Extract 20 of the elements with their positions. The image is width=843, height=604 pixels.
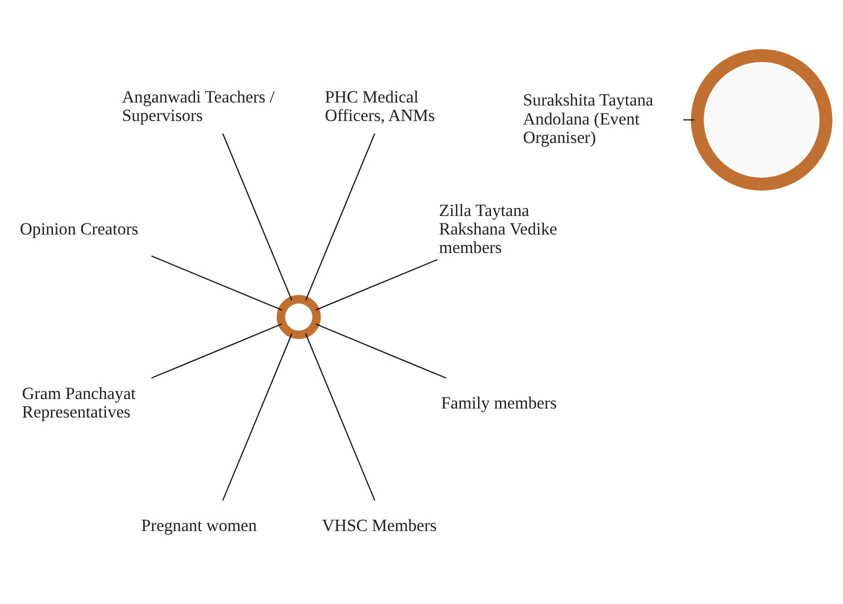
node-text: Gram Panchayat Representatives: [22, 383, 136, 422]
node-text: Anganwadi Teachers / Supervisors: [122, 87, 275, 125]
node-circle: [276, 294, 321, 339]
connector: [305, 333, 376, 500]
connector: [151, 323, 282, 378]
connector: [683, 118, 694, 120]
connector: [222, 132, 292, 300]
node-text: VHSC Members: [322, 516, 437, 534]
node-wheel: [690, 48, 832, 190]
connector: [305, 132, 376, 300]
node-text: Opinion Creators: [20, 219, 138, 238]
node-text: Zilla Taytana Rakshana Vedike members: [439, 200, 558, 257]
node-text: PHC Medical Officers, ANMs: [324, 87, 435, 125]
connector: [315, 258, 438, 310]
node-text: Family members: [441, 392, 557, 412]
node-text: Pregnant women: [141, 516, 257, 534]
connector: [316, 323, 446, 378]
node-text: Surakshita Taytana Andolana (Event Organiser): [523, 90, 654, 146]
connector: [151, 255, 282, 310]
connector: [222, 333, 292, 500]
